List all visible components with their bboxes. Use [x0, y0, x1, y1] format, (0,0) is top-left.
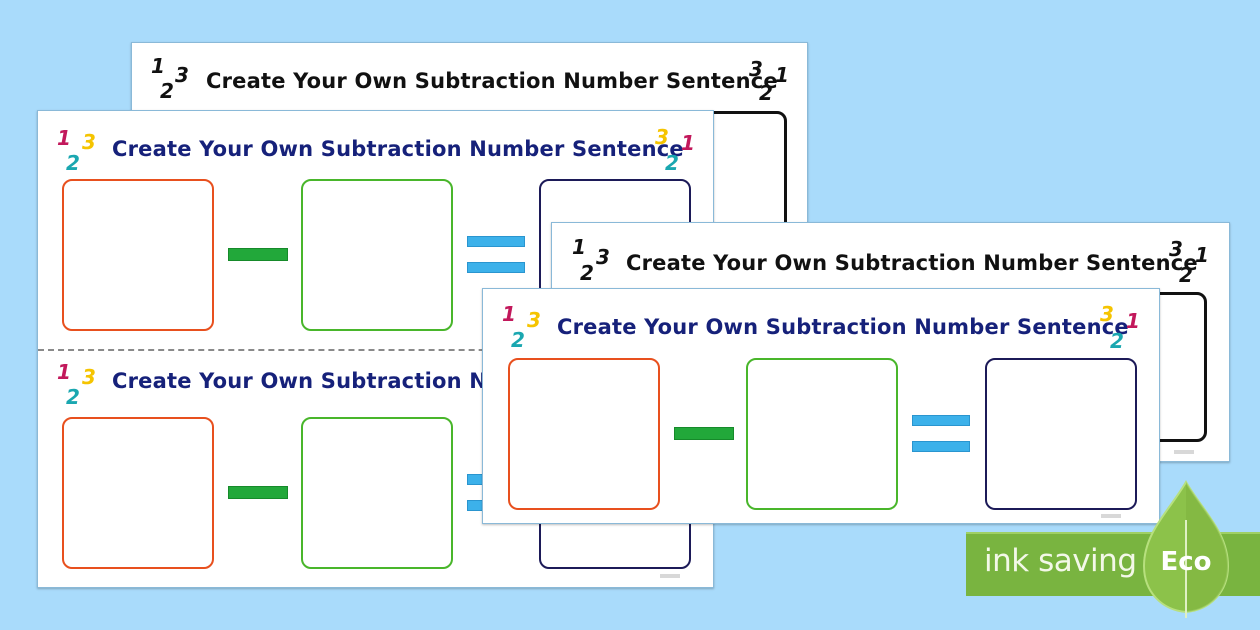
digit-2: 2 [66, 385, 80, 409]
answer-box[interactable] [985, 358, 1137, 510]
digit-3: 3 [527, 308, 541, 332]
digit-3: 3 [1100, 302, 1114, 326]
digit-2: 2 [580, 261, 594, 285]
digit-1: 1 [151, 54, 165, 78]
digit-1: 1 [775, 63, 789, 87]
digit-2: 2 [1110, 329, 1124, 353]
digit-1: 1 [502, 302, 516, 326]
second-number-box[interactable] [301, 179, 453, 331]
digit-2: 2 [160, 79, 174, 103]
equals-sign-top [467, 236, 525, 247]
second-number-box[interactable] [301, 417, 453, 569]
digit-3: 3 [82, 365, 96, 389]
digit-3: 3 [749, 57, 763, 81]
second-number-box[interactable] [746, 358, 898, 510]
equals-sign-top [912, 415, 970, 426]
digit-3: 3 [82, 130, 96, 154]
digit-1: 1 [681, 131, 695, 155]
footer-mark [660, 574, 680, 578]
digit-2: 2 [66, 151, 80, 175]
minus-sign [228, 486, 288, 499]
worksheet-title: Create Your Own Subtraction Number Sente… [557, 315, 1129, 339]
digit-1: 1 [572, 235, 586, 259]
digit-3: 3 [175, 63, 189, 87]
eco-label: Eco [1160, 547, 1212, 577]
leaf-icon [1142, 480, 1230, 618]
first-number-box[interactable] [508, 358, 660, 510]
worksheet-title: Create Your Own Subtraction Number Sente… [112, 137, 684, 161]
digit-1: 1 [1126, 309, 1140, 333]
first-number-box[interactable] [62, 417, 214, 569]
first-number-box[interactable] [62, 179, 214, 331]
worksheet-color-right: 1 2 3 Create Your Own Subtraction Number… [482, 288, 1160, 524]
ink-saving-label: ink saving [984, 543, 1137, 579]
digit-1: 1 [57, 360, 71, 384]
digit-2: 2 [665, 151, 679, 175]
digit-3: 3 [1169, 237, 1183, 261]
digit-3: 3 [655, 125, 669, 149]
cut-line [38, 349, 713, 351]
digit-3: 3 [596, 245, 610, 269]
digit-2: 2 [1179, 263, 1193, 287]
digit-1: 1 [1195, 243, 1209, 267]
minus-sign [674, 427, 734, 440]
minus-sign [228, 248, 288, 261]
digit-2: 2 [511, 328, 525, 352]
digit-2: 2 [759, 81, 773, 105]
worksheet-title: Create Your Own Subtraction Number Sente… [206, 69, 778, 93]
equals-sign-bottom [912, 441, 970, 452]
equals-sign-bottom [467, 262, 525, 273]
worksheet-title: Create Your Own Subtraction Number Sente… [626, 251, 1198, 275]
footer-mark [1174, 450, 1194, 454]
digit-1: 1 [57, 126, 71, 150]
footer-mark [1101, 514, 1121, 518]
